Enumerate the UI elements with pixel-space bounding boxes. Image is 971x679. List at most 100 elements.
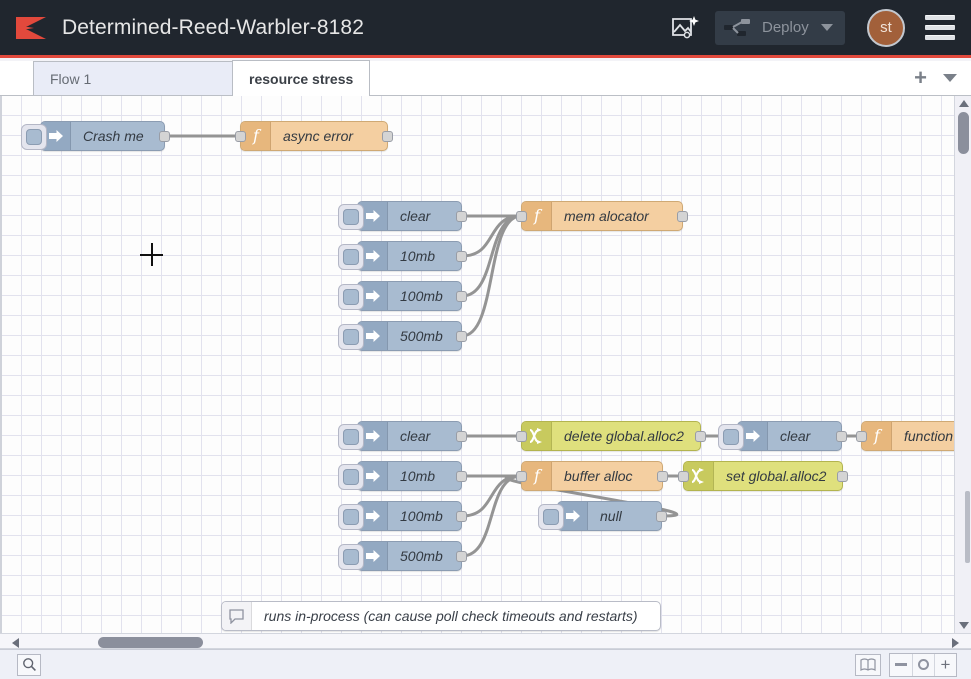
zoom-reset-icon xyxy=(918,659,929,670)
inject-button-inner xyxy=(723,429,739,445)
search-button[interactable] xyxy=(17,653,41,676)
image-sparkle-icon[interactable] xyxy=(663,8,707,48)
node-inject-clear[interactable]: clear xyxy=(718,421,847,451)
zoom-out-button[interactable] xyxy=(890,654,912,676)
node-output-port[interactable] xyxy=(456,431,467,442)
node-output-port[interactable] xyxy=(677,211,688,222)
node-output-port[interactable] xyxy=(656,511,667,522)
node-output-port[interactable] xyxy=(159,131,170,142)
node-inject-10mb[interactable]: 10mb xyxy=(338,241,467,271)
inject-button-inner xyxy=(343,289,359,305)
hamburger-menu-icon[interactable] xyxy=(925,15,955,40)
image-sparkle-glyph xyxy=(672,15,699,38)
inject-trigger-button[interactable] xyxy=(338,544,364,570)
wire-n17-n15[interactable] xyxy=(504,474,679,518)
wire-n10-n15[interactable] xyxy=(461,474,522,518)
vertical-scrollbar[interactable] xyxy=(954,96,971,633)
node-input-port[interactable] xyxy=(516,471,527,482)
node-output-port[interactable] xyxy=(836,431,847,442)
scroll-down-icon[interactable] xyxy=(959,622,969,629)
deploy-label: Deploy xyxy=(762,19,809,36)
node-output-port[interactable] xyxy=(695,431,706,442)
node-output-port[interactable] xyxy=(456,211,467,222)
wire-n4-n7[interactable] xyxy=(461,214,522,258)
node-inject-500mb[interactable]: 500mb xyxy=(338,321,467,351)
panel-resize-handle[interactable] xyxy=(965,491,970,563)
tab-resource-stress[interactable]: resource stress xyxy=(232,60,371,96)
node-output-port[interactable] xyxy=(382,131,393,142)
navigator-map-button[interactable] xyxy=(855,653,881,676)
avatar[interactable]: st xyxy=(867,8,905,47)
scroll-left-icon[interactable] xyxy=(12,638,19,648)
inject-trigger-button[interactable] xyxy=(718,424,744,450)
node-output-port[interactable] xyxy=(456,251,467,262)
node-input-port[interactable] xyxy=(678,471,689,482)
node-input-port[interactable] xyxy=(235,131,246,142)
inject-arrow-icon xyxy=(365,550,380,562)
add-tab-button[interactable]: + xyxy=(914,65,927,90)
node-change-set-global-alloc2[interactable]: set global.alloc2 xyxy=(678,461,848,491)
wire-n6-n7[interactable] xyxy=(461,214,522,338)
function-f-icon: f xyxy=(873,427,883,445)
node-output-port[interactable] xyxy=(456,471,467,482)
node-inject-null[interactable]: null xyxy=(538,501,667,531)
node-input-port[interactable] xyxy=(856,431,867,442)
inject-arrow-icon xyxy=(365,430,380,442)
node-output-port[interactable] xyxy=(456,511,467,522)
tab-bar-actions: + xyxy=(914,61,971,95)
inject-button-inner xyxy=(343,329,359,345)
inject-button-inner xyxy=(343,549,359,565)
inject-trigger-button[interactable] xyxy=(338,204,364,230)
tab-list-menu-icon[interactable] xyxy=(943,74,957,82)
node-inject-clear[interactable]: clear xyxy=(338,201,467,231)
inject-trigger-button[interactable] xyxy=(338,504,364,530)
menu-bar-3 xyxy=(925,35,955,40)
deploy-button[interactable]: Deploy xyxy=(715,10,845,45)
vertical-scroll-thumb[interactable] xyxy=(958,112,969,154)
node-input-port[interactable] xyxy=(516,211,527,222)
node-output-port[interactable] xyxy=(837,471,848,482)
change-switch-icon xyxy=(684,462,714,490)
horizontal-scroll-thumb[interactable] xyxy=(98,637,203,648)
chevron-down-icon[interactable] xyxy=(821,24,833,31)
node-inject-500mb[interactable]: 500mb xyxy=(338,541,467,571)
inject-trigger-button[interactable] xyxy=(21,124,47,150)
node-label: Crash me xyxy=(83,128,144,144)
node-output-port[interactable] xyxy=(657,471,668,482)
scroll-right-icon[interactable] xyxy=(952,638,959,648)
node-inject-clear[interactable]: clear xyxy=(338,421,467,451)
node-inject-100mb[interactable]: 100mb xyxy=(338,281,467,311)
node-inject-10mb[interactable]: 10mb xyxy=(338,461,467,491)
node-comment-runs-in-process-can-cause-poll-check-timeouts-and-restarts[interactable]: runs in-process (can cause poll check ti… xyxy=(221,601,661,631)
menu-bar-1 xyxy=(925,15,955,20)
header-actions: Deploy st xyxy=(663,0,971,55)
zoom-in-button[interactable]: + xyxy=(934,653,956,676)
inject-trigger-button[interactable] xyxy=(538,504,564,530)
node-inject-crash-me[interactable]: Crash me xyxy=(21,121,170,151)
inject-arrow-icon xyxy=(365,250,380,262)
inject-trigger-button[interactable] xyxy=(338,424,364,450)
tab-flow-1[interactable]: Flow 1 xyxy=(33,61,233,95)
inject-button-inner xyxy=(26,129,42,145)
function-f-icon: f xyxy=(252,127,262,145)
node-output-port[interactable] xyxy=(456,331,467,342)
inject-trigger-button[interactable] xyxy=(338,244,364,270)
inject-arrow-icon xyxy=(48,130,63,142)
node-change-delete-global-alloc2[interactable]: delete global.alloc2 xyxy=(516,421,706,451)
scroll-up-icon[interactable] xyxy=(959,100,969,107)
inject-button-inner xyxy=(343,249,359,265)
inject-trigger-button[interactable] xyxy=(338,284,364,310)
inject-trigger-button[interactable] xyxy=(338,464,364,490)
node-input-port[interactable] xyxy=(516,431,527,442)
inject-trigger-button[interactable] xyxy=(338,324,364,350)
node-output-port[interactable] xyxy=(456,551,467,562)
node-inject-100mb[interactable]: 100mb xyxy=(338,501,467,531)
node-output-port[interactable] xyxy=(456,291,467,302)
horizontal-scrollbar[interactable] xyxy=(0,633,971,649)
zoom-reset-button[interactable] xyxy=(912,653,934,676)
